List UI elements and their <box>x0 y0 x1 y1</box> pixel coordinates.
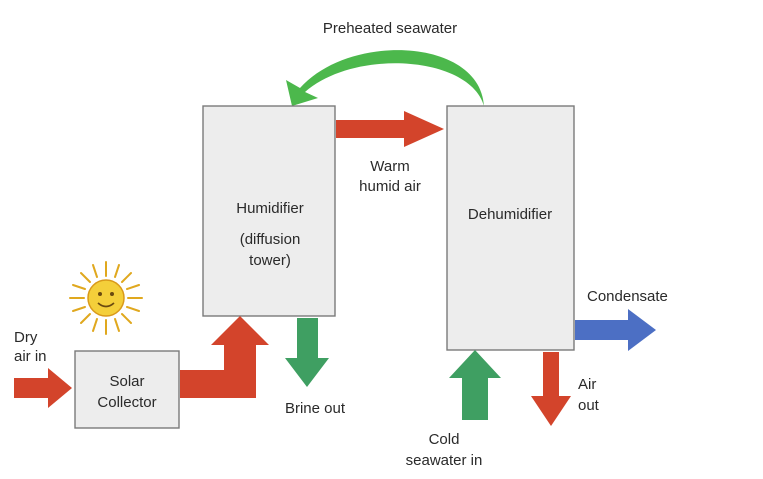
warm-humid-air-label-2: humid air <box>359 178 421 195</box>
air-out-label-2: out <box>578 397 600 414</box>
solar-collector-label-2: Collector <box>97 394 156 411</box>
solar-collector-label: Solar <box>109 373 144 390</box>
condensate-label: Condensate <box>587 288 668 305</box>
air-out-label: Air <box>578 376 596 393</box>
dry-air-in-label: Dry <box>14 329 38 346</box>
cold-seawater-in-arrow <box>449 350 501 420</box>
dehumidifier-box <box>446 105 575 351</box>
dry-air-in-arrow <box>14 368 72 408</box>
humidifier-box <box>202 105 336 317</box>
solar-collector-box <box>74 350 180 429</box>
humidifier-label: Humidifier <box>236 200 304 217</box>
brine-out-label: Brine out <box>285 400 346 417</box>
warm-humid-air-arrow <box>336 111 444 147</box>
collector-to-humidifier-arrow <box>180 316 269 398</box>
preheated-seawater-label: Preheated seawater <box>323 20 457 37</box>
cold-seawater-in-label-2: seawater in <box>406 452 483 469</box>
dehumidifier-label: Dehumidifier <box>468 206 552 223</box>
cold-seawater-in-label: Cold <box>429 431 460 448</box>
sun-icon <box>69 261 143 335</box>
air-out-arrow <box>531 352 571 426</box>
humidifier-sublabel: (diffusion <box>240 231 301 248</box>
preheated-seawater-arrow <box>286 50 500 106</box>
humidifier-sublabel-2: tower) <box>249 252 291 269</box>
dry-air-in-label-2: air in <box>14 348 47 365</box>
brine-out-arrow <box>285 318 329 387</box>
condensate-arrow <box>575 309 656 351</box>
warm-humid-air-label: Warm <box>370 158 409 175</box>
